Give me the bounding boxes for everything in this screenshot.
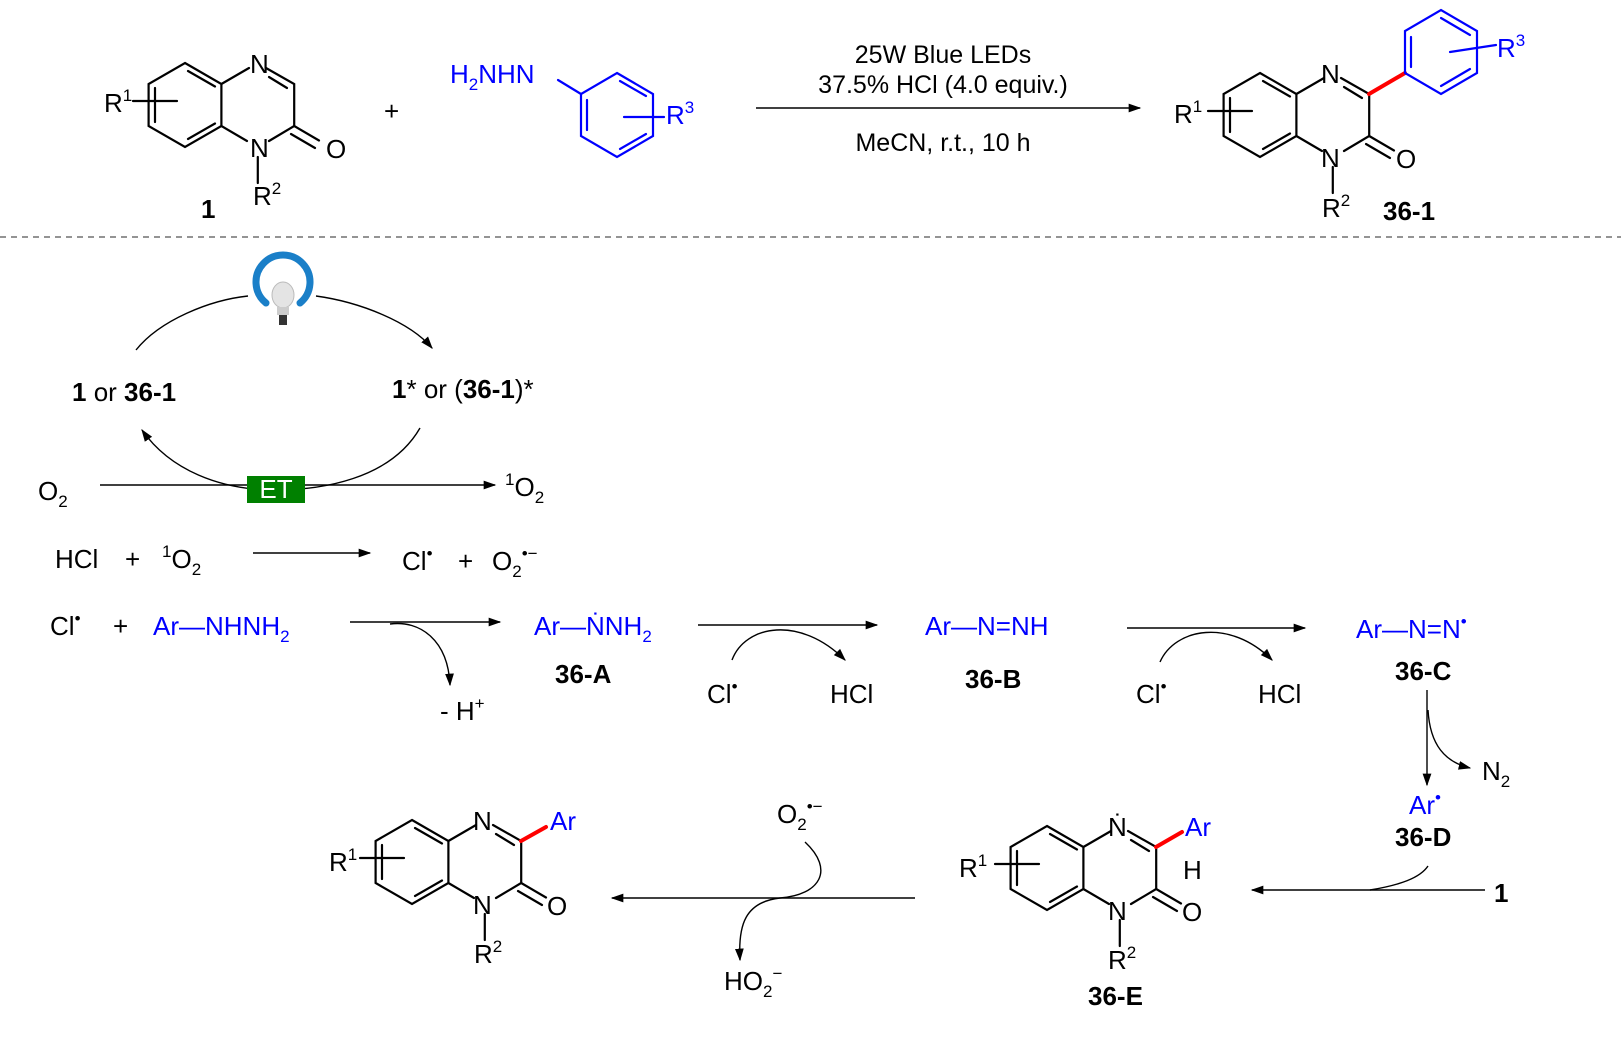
plus-sign: +: [458, 546, 473, 576]
hydrazine-formula: H2NHN: [450, 59, 535, 94]
r2-label: R2: [1108, 943, 1136, 975]
n1-label: N: [250, 133, 269, 163]
compound-label-36-A: 36-A: [555, 659, 612, 689]
excited-state-label: 1* or (36-1)*: [392, 374, 534, 404]
aryl-hydrazine-label: Ar—NHNH2: [153, 611, 290, 646]
singlet-oxygen-label: 1O2: [505, 470, 544, 507]
r1-label: R1: [959, 851, 987, 883]
superoxide-label: O2•−: [492, 544, 538, 581]
compound-label-36-D: 36-D: [1395, 822, 1451, 852]
r2-label: R2: [253, 179, 281, 211]
proton-loss-label: - H+: [440, 694, 485, 726]
hydrogen-label: H: [1183, 855, 1202, 885]
reaction-conditions: 25W Blue LEDs 37.5% HCl (4.0 equiv.) MeC…: [756, 41, 1142, 157]
aryl-label: Ar: [550, 806, 576, 836]
r3-label: R3: [1497, 31, 1525, 63]
final-product: R1 N Ar O N R2: [329, 806, 576, 969]
r2-label: R2: [474, 937, 502, 969]
intermediate-36-B-formula: Ar—N=NH: [925, 611, 1049, 641]
plus-sign: +: [384, 96, 399, 126]
condition-acid: 37.5% HCl (4.0 equiv.): [818, 71, 1068, 99]
n4-radical-label: Ṅ: [1108, 812, 1127, 842]
r1-label: R1: [1174, 97, 1202, 129]
hcl-label: HCl: [55, 544, 98, 574]
chlorine-radical-label: Cl•: [50, 609, 81, 641]
n4-label: N: [473, 806, 492, 836]
reagent-1-label: 1: [1494, 878, 1508, 908]
superoxide-label: O2•−: [777, 797, 823, 834]
o-label: O: [547, 891, 567, 921]
et-label: ET: [259, 474, 292, 504]
compound-label-36-B: 36-B: [965, 664, 1021, 694]
intermediate-36-E: R1 Ṅ Ar H O N R2 36-E: [959, 812, 1211, 1011]
product-36-1: R1 N O N R2 36-1 R3: [1174, 8, 1525, 226]
o-label: O: [326, 134, 346, 164]
quinoxalinone-1: R1 N O N R2 1: [104, 49, 346, 224]
r3-label: R3: [666, 98, 694, 130]
aryl-hydrazine: H2NHN R3: [450, 59, 694, 159]
r2-label: R2: [1322, 191, 1350, 223]
nitrogen-label: N2: [1482, 756, 1510, 791]
o-label: O: [1396, 144, 1416, 174]
o-label: O: [1182, 897, 1202, 927]
r1-label: R1: [104, 86, 132, 118]
chlorine-radical-label: Cl•: [1136, 677, 1167, 709]
r1-label: R1: [329, 845, 357, 877]
n1-label: N: [1108, 896, 1127, 926]
hcl-label: HCl: [830, 679, 873, 709]
condition-solvent: MeCN, r.t., 10 h: [855, 129, 1030, 157]
chlorine-radical-label: Cl•: [707, 677, 738, 709]
oxygen-label: O2: [38, 476, 68, 511]
n1-label: N: [1321, 143, 1340, 173]
et-badge: ET: [247, 474, 305, 504]
condition-light: 25W Blue LEDs: [855, 41, 1031, 69]
compound-label-36-C: 36-C: [1395, 656, 1452, 686]
aryl-radical-label: Ar•: [1409, 788, 1441, 820]
compound-label-36-1: 36-1: [1383, 196, 1435, 226]
aryl-label: Ar: [1185, 812, 1211, 842]
n4-label: N: [1321, 59, 1340, 89]
chlorine-radical-label: Cl•: [402, 544, 433, 576]
light-bulb-icon: [252, 251, 314, 325]
intermediate-36-A-formula: Ar—ṄNH2: [534, 611, 652, 646]
n4-label: N: [250, 49, 269, 79]
ground-state-label: 1 or 36-1: [72, 377, 176, 407]
plus-sign: +: [113, 611, 128, 641]
hcl-label: HCl: [1258, 679, 1301, 709]
compound-label-36-E: 36-E: [1088, 981, 1143, 1011]
compound-label-1: 1: [201, 194, 215, 224]
hydroperoxide-label: HO2−: [724, 964, 782, 1001]
plus-sign: +: [125, 544, 140, 574]
n1-label: N: [473, 890, 492, 920]
intermediate-36-C-formula: Ar—N=N•: [1356, 612, 1467, 644]
singlet-oxygen-label: 1O2: [162, 542, 201, 579]
